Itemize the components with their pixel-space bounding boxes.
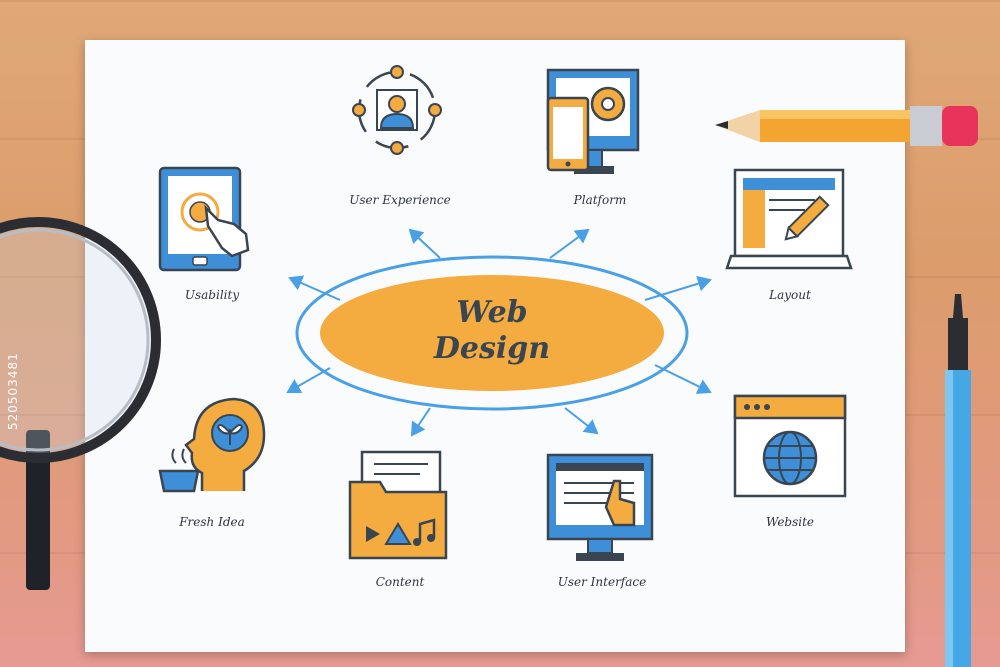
label-platform: Platform <box>573 193 627 207</box>
label-content: Content <box>375 575 425 589</box>
browser-globe-icon <box>733 394 847 498</box>
arrow-layout <box>644 275 712 301</box>
pencil-icon <box>715 106 978 146</box>
center-title-line2: Design <box>433 331 551 366</box>
folder-media-icon <box>348 450 448 560</box>
arrow-platform <box>549 228 590 259</box>
arrow-content <box>410 407 431 437</box>
center-title: Web Design <box>392 295 592 367</box>
label-layout: Layout <box>769 288 811 302</box>
label-usability: Usability <box>184 288 240 302</box>
label-website: Website <box>765 515 815 529</box>
label-user-interface: User Interface <box>557 575 647 589</box>
tablet-touch-icon <box>158 166 250 272</box>
devices-gear-icon <box>546 68 640 174</box>
arrows <box>286 228 712 437</box>
head-plant-icon <box>158 397 266 493</box>
center-title-line1: Web <box>456 295 528 330</box>
arrow-user-experience <box>408 228 441 259</box>
monitor-cursor-icon <box>546 453 654 561</box>
arrow-usability <box>288 275 341 301</box>
magnifying-glass-icon <box>0 217 161 590</box>
label-fresh-idea: Fresh Idea <box>179 515 245 529</box>
label-user-experience: User Experience <box>349 193 451 207</box>
stock-watermark: 520503481 <box>6 352 20 430</box>
center-ellipse <box>295 255 689 411</box>
pen-icon <box>945 294 971 667</box>
arrow-user-interface <box>564 407 599 435</box>
laptop-layout-icon <box>725 168 853 270</box>
arrow-website <box>654 364 712 394</box>
user-network-icon <box>352 65 442 155</box>
arrow-fresh-idea <box>286 367 331 393</box>
